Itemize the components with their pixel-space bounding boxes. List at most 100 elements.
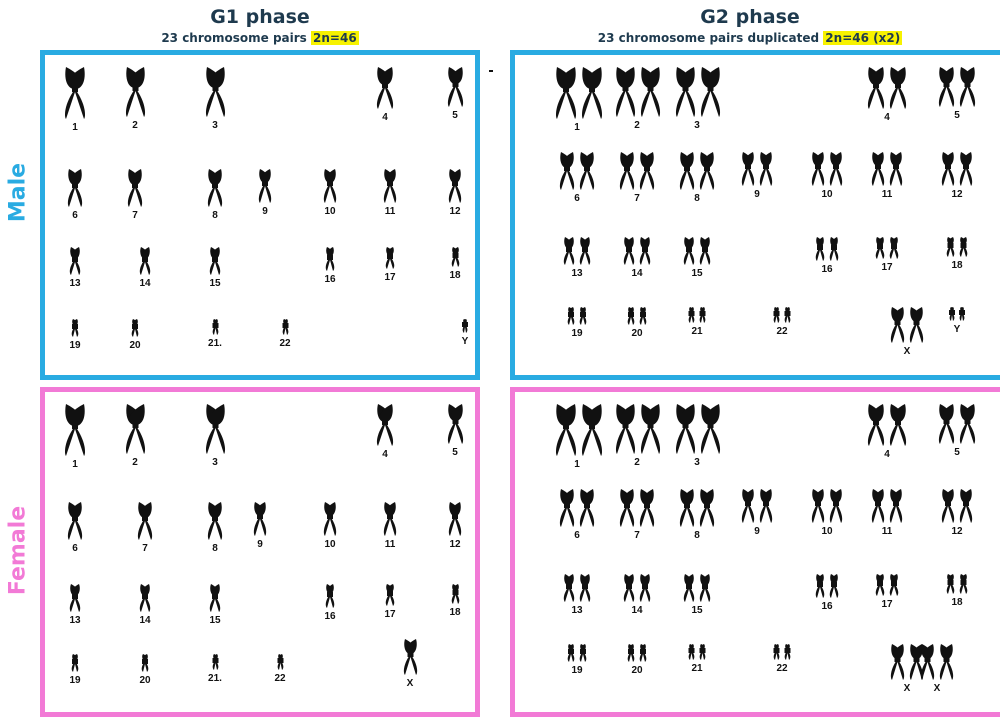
chromosome-8-shape — [207, 500, 223, 540]
chromosome-8-shape — [679, 150, 715, 190]
chromosome-9: 9 — [245, 500, 275, 550]
chromosome-10-shape — [811, 487, 843, 523]
chromosome-Y: Y — [935, 305, 979, 335]
chromosome-11-shape — [871, 150, 903, 186]
g1-subtitle: 23 chromosome pairs 2n=46 — [40, 30, 480, 46]
chromosome-19: 19 — [60, 317, 90, 351]
chromosome-14: 14 — [615, 572, 659, 616]
chromosome-X: X — [885, 305, 929, 357]
chromosome-4: 4 — [370, 402, 400, 460]
chromosome-13-shape — [563, 572, 591, 602]
chromosome-number: 9 — [245, 539, 275, 550]
chromosome-13-shape — [563, 235, 591, 265]
chromosome-number: 18 — [440, 607, 470, 618]
chromosome-3: 3 — [200, 65, 230, 131]
g1-ploidy-highlight: 2n=46 — [311, 31, 359, 45]
chromosome-number: 9 — [250, 206, 280, 217]
chromosome-4-shape — [376, 65, 394, 109]
chromosome-number: 8 — [675, 530, 719, 541]
chromosome-18-shape — [946, 235, 968, 257]
chromosome-5-shape — [447, 402, 464, 444]
chromosome-number: 15 — [675, 605, 719, 616]
chromosome-number: 13 — [60, 615, 90, 626]
chromosome-21: 21 — [675, 305, 719, 337]
chromosome-number: 11 — [865, 189, 909, 200]
g1-subtitle-text: 23 chromosome pairs — [161, 31, 311, 45]
chromosome-19: 19 — [60, 652, 90, 686]
chromosome-2: 2 — [615, 65, 659, 131]
g1-title: G1 phase — [40, 6, 480, 28]
chromosome-number: 7 — [615, 193, 659, 204]
chromosome-11-shape — [383, 500, 397, 536]
chromosome-number: 12 — [440, 206, 470, 217]
chromosome-20-shape — [141, 652, 149, 672]
chromosome-number: 2 — [615, 457, 659, 468]
chromosome-number: 3 — [675, 457, 719, 468]
chromosome-20-shape — [627, 642, 647, 662]
chromosome-7-shape — [127, 167, 143, 207]
chromosome-12: 12 — [440, 500, 470, 550]
chromosome-7: 7 — [120, 167, 150, 221]
chromosome-number: 11 — [375, 206, 405, 217]
chromosome-17: 17 — [375, 245, 405, 283]
chromosome-5: 5 — [935, 65, 979, 121]
chromosome-16-shape — [815, 235, 839, 261]
chromosome-4: 4 — [370, 65, 400, 123]
chromosome-number: 10 — [805, 526, 849, 537]
chromosome-13-shape — [69, 245, 81, 275]
chromosome-number: 13 — [555, 605, 599, 616]
stray-mark — [489, 70, 493, 72]
chromosome-21-shape — [212, 652, 219, 670]
chromosome-number: 4 — [865, 449, 909, 460]
chromosome-4-shape — [867, 402, 907, 446]
chromosome-number: 6 — [60, 543, 90, 554]
chromosome-number: 1 — [555, 459, 599, 470]
chromosome-number: 1 — [60, 459, 90, 470]
chromosome-Y: Y — [450, 317, 480, 347]
chromosome-8: 8 — [200, 500, 230, 554]
chromosome-number: 20 — [615, 665, 659, 676]
chromosome-7: 7 — [130, 500, 160, 554]
g2-subtitle-text: 23 chromosome pairs duplicated — [598, 31, 824, 45]
chromosome-12: 12 — [935, 487, 979, 537]
chromosome-number: 14 — [130, 278, 160, 289]
chromosome-19-shape — [567, 305, 587, 325]
chromosome-5-shape — [447, 65, 464, 107]
chromosome-7-shape — [619, 150, 655, 190]
chromosome-15-shape — [209, 245, 221, 275]
chromosome-number: 8 — [200, 210, 230, 221]
chromosome-7: 7 — [615, 487, 659, 541]
chromosome-number: 4 — [370, 449, 400, 460]
chromosome-number: 10 — [315, 539, 345, 550]
chromosome-6: 6 — [60, 167, 90, 221]
chromosome-number: 20 — [130, 675, 160, 686]
chromosome-17: 17 — [865, 235, 909, 273]
chromosome-number: 2 — [120, 120, 150, 131]
chromosome-number: 22 — [760, 326, 804, 337]
chromosome-21-shape — [688, 642, 706, 660]
chromosome-8: 8 — [200, 167, 230, 221]
chromosome-14-shape — [623, 572, 651, 602]
chromosome-number: 2 — [120, 457, 150, 468]
chromosome-13: 13 — [555, 572, 599, 616]
chromosome-16: 16 — [315, 582, 345, 622]
chromosome-number: 22 — [265, 673, 295, 684]
chromosome-number: 19 — [60, 340, 90, 351]
chromosome-11: 11 — [375, 500, 405, 550]
chromosome-number: 15 — [200, 615, 230, 626]
chromosome-2: 2 — [615, 402, 659, 468]
chromosome-7: 7 — [615, 150, 659, 204]
chromosome-6-shape — [559, 150, 595, 190]
chromosome-5: 5 — [440, 65, 470, 121]
chromosome-3-shape — [675, 65, 721, 117]
chromosome-22-shape — [773, 642, 791, 660]
chromosome-3: 3 — [200, 402, 230, 468]
chromosome-Y-shape — [949, 305, 965, 321]
chromosome-number: 9 — [735, 189, 779, 200]
g1-header: G1 phase 23 chromosome pairs 2n=46 — [40, 6, 480, 46]
chromosome-21-shape — [688, 305, 706, 323]
chromosome-17-shape — [875, 235, 899, 259]
chromosome-number: 8 — [200, 543, 230, 554]
chromosome-number: 17 — [375, 272, 405, 283]
chromosome-16: 16 — [805, 235, 849, 275]
